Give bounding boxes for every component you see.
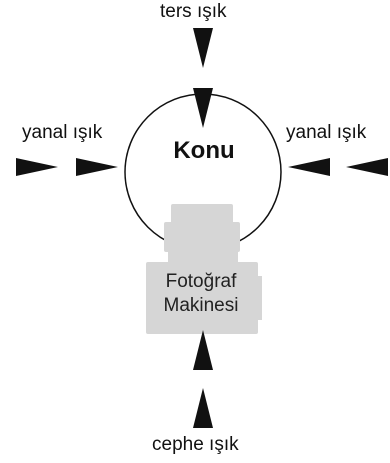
front-light-label: cephe ışık (152, 434, 239, 455)
side-light-left-arrow-inner (76, 158, 118, 176)
back-light-arrow-lower (193, 88, 213, 128)
subject-label: Konu (173, 137, 235, 164)
front-light-arrow-upper (193, 330, 213, 370)
back-light-arrow-upper (193, 28, 213, 68)
side-light-right-arrow-inner (288, 158, 330, 176)
side-light-right-label: yanal ışık (286, 122, 367, 143)
side-light-left-label: yanal ışık (22, 122, 103, 143)
camera-label: Fotoğraf Makinesi (146, 270, 256, 318)
side-light-left-arrow-outer (16, 158, 58, 176)
camera-label-line2: Makinesi (163, 295, 239, 316)
front-light-arrow-lower (193, 388, 213, 428)
camera-label-line1: Fotoğraf (165, 271, 237, 292)
side-light-right-arrow-outer (346, 158, 388, 176)
back-light-label: ters ışık (160, 1, 227, 22)
camera-icon (146, 204, 262, 334)
